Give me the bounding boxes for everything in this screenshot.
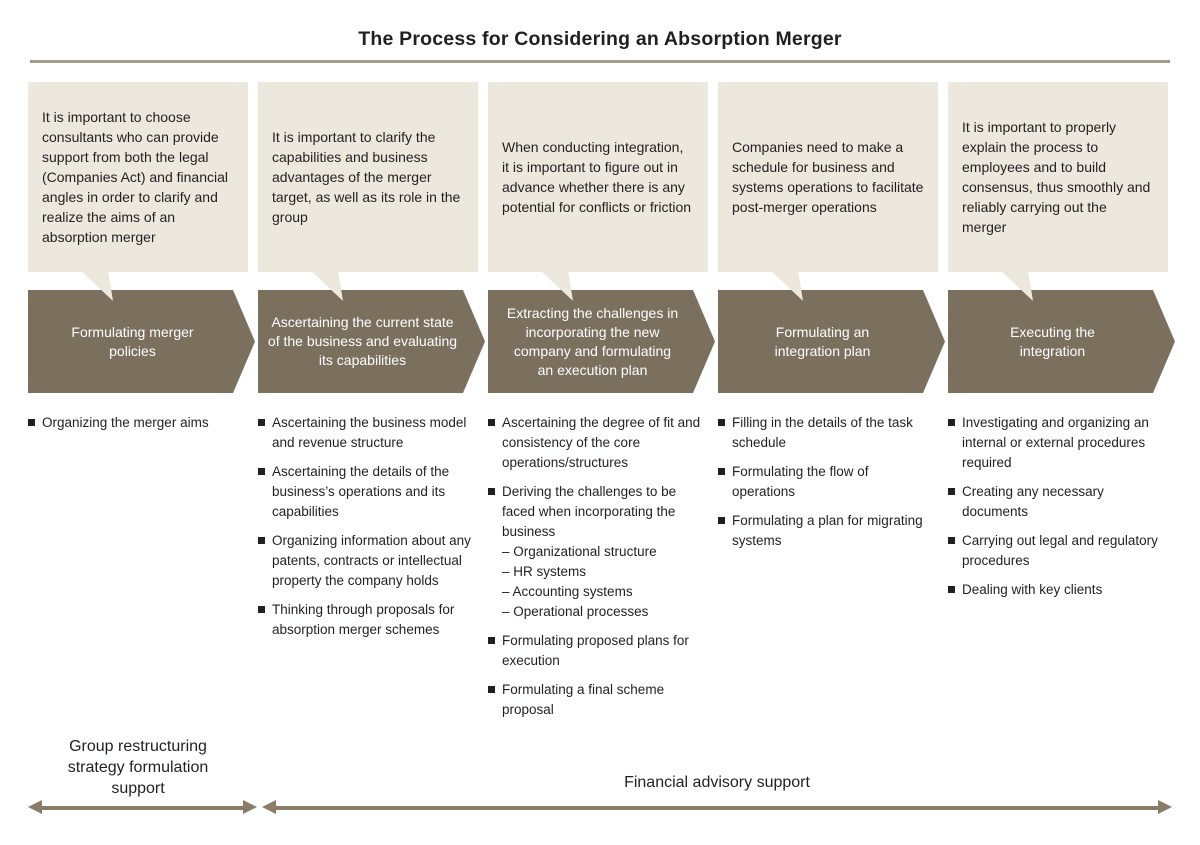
bullet-text: Formulating a plan for migrating systems [732,513,923,548]
list-item: Deriving the challenges to be faced when… [488,482,702,622]
list-item: Ascertaining the degree of fit and consi… [488,413,702,473]
square-bullet-icon [948,586,955,593]
bullet-text: Creating any necessary documents [962,484,1104,519]
note-bubble-text: Companies need to make a schedule for bu… [732,139,924,215]
list-item: Thinking through proposals for absorptio… [258,600,472,640]
stage-label: Formulating an integration plan [774,323,871,359]
task-list: Organizing the merger aims [28,413,242,442]
note-bubble: When conducting integration, it is impor… [488,82,708,272]
stage-label: Executing the integration [1010,323,1095,359]
arrow-line [38,805,247,810]
bullet-text: Ascertaining the details of the business… [272,464,450,519]
square-bullet-icon [258,468,265,475]
list-item: Organizing information about any patents… [258,531,472,591]
note-bubble: It is important to clarify the capabilit… [258,82,478,272]
square-bullet-icon [948,537,955,544]
list-item: Filling in the details of the task sched… [718,413,932,453]
title-underline [30,60,1170,63]
bullet-text: Filling in the details of the task sched… [732,415,913,450]
list-item: Investigating and organizing an internal… [948,413,1162,473]
square-bullet-icon [258,537,265,544]
bullet-text: Ascertaining the degree of fit and consi… [502,415,701,470]
note-bubble: It is important to properly explain the … [948,82,1168,272]
bullet-text: Organizing the merger aims [42,415,209,430]
square-bullet-icon [718,517,725,524]
list-item: Creating any necessary documents [948,482,1162,522]
stage-arrow-banner: Formulating an integration plan [718,290,945,393]
note-bubble-text: It is important to properly explain the … [962,119,1151,235]
sub-item: – Operational processes [502,604,649,619]
stage-arrow-banner: Ascertaining the current state of the bu… [258,290,485,393]
process-column-4: Companies need to make a schedule for bu… [718,0,938,845]
bullet-text: Formulating proposed plans for execution [502,633,689,668]
stage-arrow-banner: Executing the integration [948,290,1175,393]
task-list: Ascertaining the business model and reve… [258,413,472,649]
square-bullet-icon [948,419,955,426]
square-bullet-icon [488,419,495,426]
task-list: Investigating and organizing an internal… [948,413,1162,609]
stage-label: Extracting the challenges in incorporati… [506,304,679,378]
sub-item: – Accounting systems [502,584,633,599]
note-bubble: It is important to choose consultants wh… [28,82,248,272]
list-item: Organizing the merger aims [28,413,242,433]
list-item: Ascertaining the details of the business… [258,462,472,522]
stage-label: Formulating merger policies [71,323,194,359]
process-column-2: It is important to clarify the capabilit… [258,0,478,845]
task-list: Ascertaining the degree of fit and consi… [488,413,702,729]
process-column-3: When conducting integration, it is impor… [488,0,708,845]
square-bullet-icon [488,686,495,693]
list-item: Formulating proposed plans for execution [488,631,702,671]
footer-label-group-restructuring: Group restructuring strategy formulation… [67,738,209,797]
double-headed-arrow-icon [262,800,1172,815]
list-item: Formulating the flow of operations [718,462,932,502]
bullet-text: Ascertaining the business model and reve… [272,415,467,450]
footer-label-financial-advisory: Financial advisory support [624,774,810,791]
square-bullet-icon [948,488,955,495]
process-column-1: It is important to choose consultants wh… [28,0,248,845]
list-item: Formulating a plan for migrating systems [718,511,932,551]
arrow-head-left-icon [262,800,276,814]
note-bubble-text: It is important to clarify the capabilit… [272,129,461,225]
bullet-text: Dealing with key clients [962,582,1103,597]
diagram-title: The Process for Considering an Absorptio… [358,28,842,50]
list-item: Formulating a final scheme proposal [488,680,702,720]
arrow-head-left-icon [28,800,42,814]
square-bullet-icon [258,606,265,613]
arrow-line [272,805,1162,810]
note-bubble-text: It is important to choose consultants wh… [42,109,228,245]
bullet-text: Deriving the challenges to be faced when… [502,484,677,539]
stage-arrow-banner: Formulating merger policies [28,290,255,393]
square-bullet-icon [488,488,495,495]
list-item: Carrying out legal and regulatory proced… [948,531,1162,571]
sub-item: – Organizational structure [502,544,657,559]
stage-arrow-banner: Extracting the challenges in incorporati… [488,290,715,393]
process-column-5: It is important to properly explain the … [948,0,1168,845]
bullet-text: Formulating a final scheme proposal [502,682,665,717]
square-bullet-icon [718,468,725,475]
note-bubble-text: When conducting integration, it is impor… [502,139,692,215]
square-bullet-icon [258,419,265,426]
arrow-head-right-icon [1158,800,1172,814]
list-item: Dealing with key clients [948,580,1162,600]
bullet-text: Carrying out legal and regulatory proced… [962,533,1158,568]
note-bubble: Companies need to make a schedule for bu… [718,82,938,272]
double-headed-arrow-icon [28,800,257,815]
sub-item: – HR systems [502,564,587,579]
bullet-text: Investigating and organizing an internal… [962,415,1149,470]
arrow-head-right-icon [243,800,257,814]
square-bullet-icon [28,419,35,426]
list-item: Ascertaining the business model and reve… [258,413,472,453]
stage-label: Ascertaining the current state of the bu… [267,314,458,368]
bullet-text-group: Deriving the challenges to be faced when… [502,482,702,622]
task-list: Filling in the details of the task sched… [718,413,932,560]
square-bullet-icon [488,637,495,644]
bullet-text: Formulating the flow of operations [732,464,869,499]
bullet-text: Thinking through proposals for absorptio… [272,602,455,637]
square-bullet-icon [718,419,725,426]
bullet-text: Organizing information about any patents… [272,533,471,588]
